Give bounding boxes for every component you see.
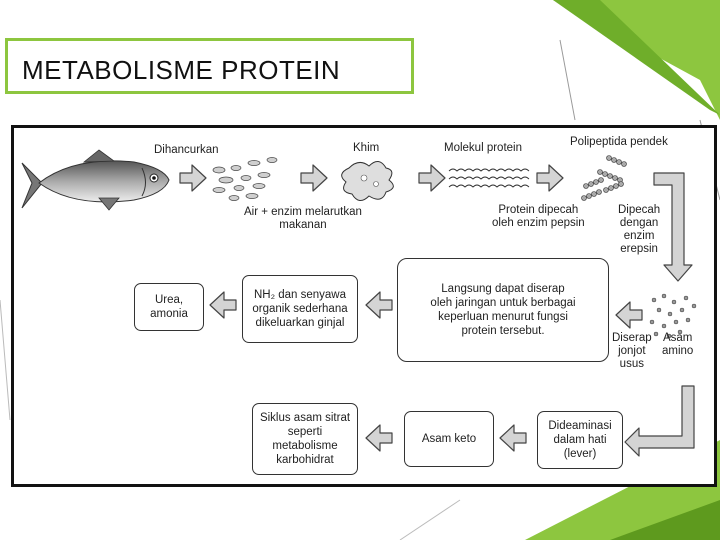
label-khim: Khim	[353, 142, 380, 154]
khim-blob	[341, 161, 394, 201]
box-dideaminasi: Dideaminasi dalam hati (lever)	[537, 411, 623, 469]
text-urea: Urea, amonia	[150, 294, 188, 320]
text-siklus: Siklus asam sitrat seperti metabolisme k…	[259, 412, 351, 466]
arrow-left-3	[209, 291, 237, 319]
text-nh2: NH₂ dan senyawa organik sederhana dikelu…	[252, 289, 348, 329]
box-langsung-diserap: Langsung dapat diserap oleh jaringan unt…	[397, 258, 609, 362]
green-triangle-top-right	[553, 0, 720, 120]
box-siklus-asam-sitrat: Siklus asam sitrat seperti metabolisme k…	[252, 403, 358, 475]
arrow-left-5	[365, 424, 393, 452]
label-protein-dipecah: Protein dipecah oleh enzim pepsin	[492, 204, 585, 229]
protein-chains	[448, 168, 530, 188]
diagram-graphics	[21, 149, 697, 457]
label-dihancurkan: Dihancurkan	[154, 144, 219, 156]
box-asam-keto: Asam keto	[404, 411, 494, 467]
flow-arrows	[179, 164, 695, 457]
label-air-enzim: Air + enzim melarutkan makanan	[244, 206, 362, 231]
label-asam-amino: Asam amino	[662, 332, 694, 357]
green-triangle-top-right-dark	[553, 0, 720, 115]
deco-line	[0, 299, 11, 421]
arrow-elbow-down-1	[653, 172, 693, 282]
fish-illustration	[21, 149, 170, 211]
text-langsung-diserap: Langsung dapat diserap oleh jaringan unt…	[430, 283, 576, 337]
arrow-right-2	[300, 164, 328, 192]
box-nh2: NH₂ dan senyawa organik sederhana dikelu…	[242, 275, 358, 343]
label-dipecah-erepsin: Dipecah dengan enzim erepsin	[618, 204, 661, 255]
title-box: METABOLISME PROTEIN	[5, 38, 414, 94]
polypeptide-chains	[581, 155, 627, 201]
arrow-right-3	[418, 164, 446, 192]
deco-line	[399, 499, 461, 540]
arrow-left-4	[499, 424, 527, 452]
label-diserap: Diserap jonjot usus	[612, 332, 652, 370]
arrow-elbow-down-2	[624, 385, 695, 457]
arrow-right-4	[536, 164, 564, 192]
arrow-right-1	[179, 164, 207, 192]
food-fragments	[212, 157, 278, 201]
diagram-frame: Dihancurkan Khim Molekul protein Polipep…	[11, 125, 717, 487]
green-triangle-bottom-right-dark	[610, 500, 720, 540]
arrow-left-1	[615, 301, 643, 329]
label-polipeptida-pendek: Polipeptida pendek	[570, 136, 668, 148]
slide-title: METABOLISME PROTEIN	[22, 55, 341, 85]
box-urea: Urea, amonia	[134, 283, 204, 331]
arrow-left-2	[365, 291, 393, 319]
deco-line	[559, 39, 576, 121]
label-molekul-protein: Molekul protein	[444, 142, 522, 154]
text-asam-keto: Asam keto	[421, 433, 477, 445]
text-dideaminasi: Dideaminasi dalam hati (lever)	[548, 420, 612, 460]
amino-acid-dots	[649, 293, 697, 339]
